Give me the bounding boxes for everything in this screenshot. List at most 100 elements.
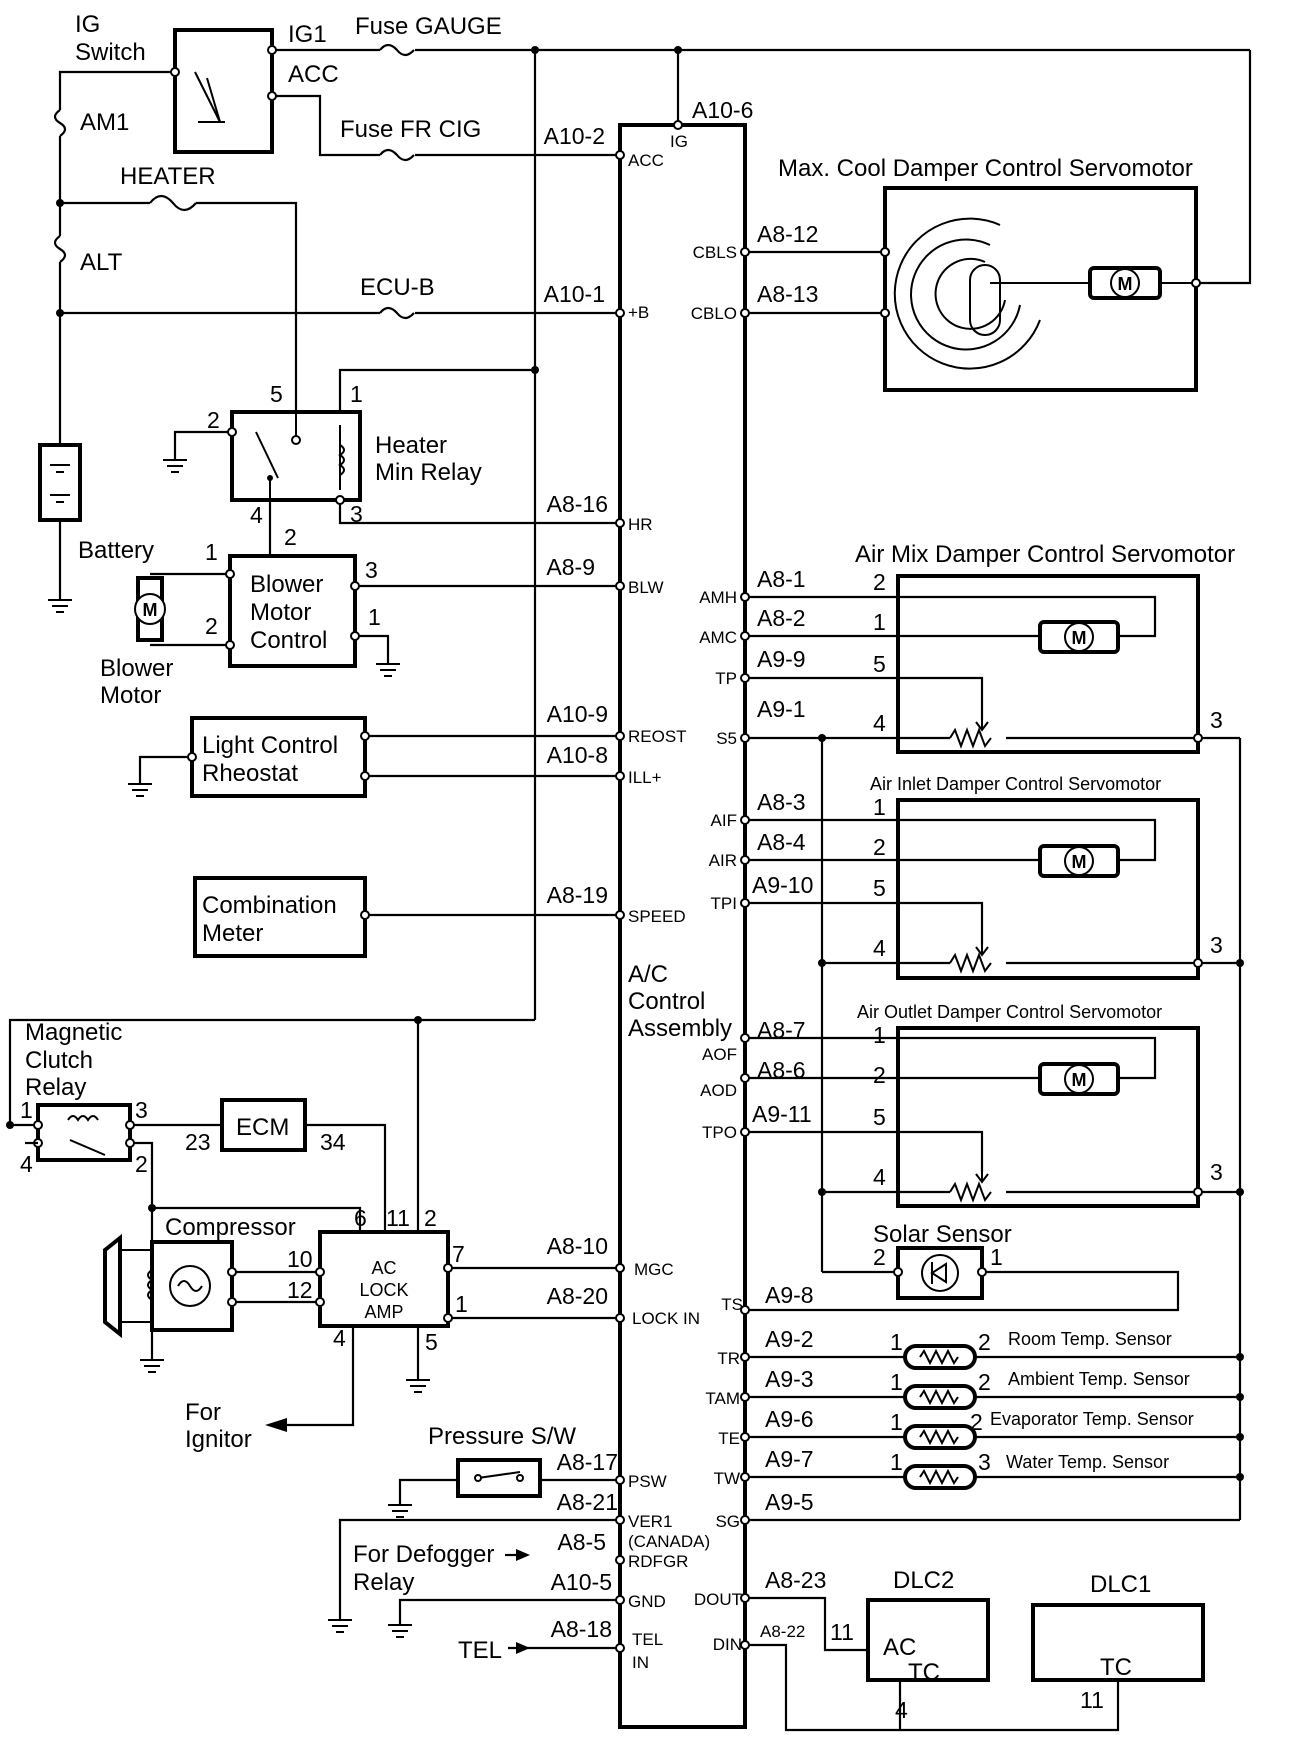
- svg-text:3: 3: [1210, 1159, 1223, 1185]
- svg-text:A8-20: A8-20: [547, 1283, 608, 1309]
- svg-text:ECM: ECM: [236, 1114, 289, 1141]
- svg-text:Solar Sensor: Solar Sensor: [873, 1221, 1012, 1248]
- fuse-fr-cig-icon: [379, 148, 415, 162]
- svg-text:6: 6: [354, 1205, 367, 1231]
- svg-text:REOST: REOST: [628, 727, 687, 746]
- svg-text:A8-12: A8-12: [757, 221, 818, 247]
- svg-text:Water Temp. Sensor: Water Temp. Sensor: [1006, 1452, 1169, 1472]
- svg-text:A10-5: A10-5: [551, 1569, 612, 1595]
- svg-text:1: 1: [350, 381, 363, 407]
- svg-text:A9-8: A9-8: [765, 1282, 814, 1308]
- dlc1: [1031, 1603, 1205, 1682]
- svg-text:1: 1: [455, 1291, 468, 1317]
- svg-text:Control: Control: [628, 988, 705, 1015]
- labels: IG Switch IG1 ACC Fuse GAUGE Fuse FR CIG…: [25, 11, 1235, 1686]
- svg-text:1: 1: [368, 604, 381, 630]
- solar-sensor-icon: [893, 1246, 987, 1300]
- svg-text:1: 1: [890, 1329, 903, 1355]
- fuses: [53, 43, 415, 320]
- svg-text:Motor: Motor: [100, 682, 161, 709]
- svg-text:Meter: Meter: [202, 920, 263, 947]
- svg-text:Control: Control: [250, 627, 327, 654]
- svg-text:A8-7: A8-7: [757, 1017, 806, 1043]
- svg-text:1: 1: [890, 1369, 903, 1395]
- svg-text:A9-10: A9-10: [752, 872, 813, 898]
- svg-text:A8-16: A8-16: [547, 491, 608, 517]
- motor-icon: M: [1038, 620, 1120, 654]
- ground-symbols: [48, 459, 430, 1638]
- svg-text:DLC1: DLC1: [1090, 1571, 1151, 1598]
- svg-text:VER1: VER1: [628, 1512, 672, 1531]
- svg-text:3: 3: [978, 1449, 991, 1475]
- svg-text:Clutch: Clutch: [25, 1047, 93, 1074]
- svg-text:3: 3: [1210, 932, 1223, 958]
- svg-text:Max. Cool Damper Control Servo: Max. Cool Damper Control Servomotor: [778, 155, 1193, 182]
- ig-switch-label: Switch: [75, 39, 146, 66]
- svg-text:5: 5: [873, 1104, 886, 1130]
- svg-text:TR: TR: [717, 1349, 740, 1368]
- svg-text:TP: TP: [715, 669, 737, 688]
- svg-text:2: 2: [970, 1409, 983, 1435]
- svg-text:1: 1: [20, 1097, 33, 1123]
- svg-text:SPEED: SPEED: [628, 907, 686, 926]
- pressure-switch-icon: [456, 1458, 542, 1498]
- svg-text:A8-9: A8-9: [546, 554, 595, 580]
- arrow-icon: [516, 1549, 530, 1561]
- thermistor-icon: [903, 1424, 977, 1450]
- combination-meter: [193, 876, 370, 958]
- svg-text:IN: IN: [632, 1653, 649, 1672]
- svg-text:M: M: [1118, 274, 1133, 294]
- svg-text:5: 5: [873, 651, 886, 677]
- svg-text:4: 4: [873, 1164, 886, 1190]
- svg-text:+B: +B: [628, 303, 649, 322]
- svg-text:4: 4: [333, 1325, 346, 1351]
- svg-text:Pressure S/W: Pressure S/W: [428, 1423, 576, 1450]
- fuse-alt-icon: [53, 235, 67, 263]
- svg-text:2: 2: [978, 1329, 991, 1355]
- svg-text:TAM: TAM: [705, 1389, 740, 1408]
- svg-text:A8-22: A8-22: [760, 1622, 805, 1641]
- svg-text:AM1: AM1: [80, 109, 129, 136]
- svg-text:2: 2: [424, 1205, 437, 1231]
- svg-text:34: 34: [320, 1129, 346, 1155]
- svg-text:AMC: AMC: [699, 628, 737, 647]
- svg-text:For Defogger: For Defogger: [353, 1541, 494, 1568]
- svg-text:1: 1: [873, 1022, 886, 1048]
- ecu-right-labels: CBLS A8-12 CBLO A8-13 AMH A8-1 AMC A8-2 …: [691, 221, 827, 1654]
- svg-text:A9-7: A9-7: [765, 1446, 814, 1472]
- svg-text:Combination: Combination: [202, 892, 337, 919]
- svg-text:Heater: Heater: [375, 432, 447, 459]
- svg-text:For: For: [185, 1399, 221, 1426]
- svg-text:A10-1: A10-1: [544, 281, 605, 307]
- junction-dots: [6, 46, 1244, 1481]
- svg-text:HR: HR: [628, 515, 653, 534]
- svg-text:M: M: [1072, 1070, 1087, 1090]
- svg-text:4: 4: [873, 710, 886, 736]
- svg-text:TS: TS: [721, 1295, 743, 1314]
- svg-text:Ambient Temp. Sensor: Ambient Temp. Sensor: [1008, 1369, 1190, 1389]
- svg-text:A/C: A/C: [628, 961, 668, 988]
- svg-text:1: 1: [890, 1449, 903, 1475]
- svg-text:CBLS: CBLS: [693, 243, 737, 262]
- svg-text:(CANADA): (CANADA): [628, 1532, 710, 1551]
- svg-text:A9-2: A9-2: [765, 1326, 814, 1352]
- thermistor-icon: [903, 1384, 977, 1410]
- ecm: [220, 1098, 307, 1152]
- svg-text:DOUT: DOUT: [694, 1590, 742, 1609]
- svg-text:Rheostat: Rheostat: [202, 760, 298, 787]
- svg-text:M: M: [1072, 852, 1087, 872]
- svg-text:AIR: AIR: [709, 851, 737, 870]
- svg-text:A10-9: A10-9: [547, 701, 608, 727]
- svg-text:M: M: [143, 600, 158, 620]
- ground-icon: [388, 1624, 412, 1638]
- max-cool-servomotor: M: [880, 186, 1201, 392]
- fuse-heater-icon: [149, 194, 197, 212]
- ground-icon: [140, 1359, 164, 1373]
- svg-text:A10-8: A10-8: [547, 742, 608, 768]
- svg-text:4: 4: [895, 1697, 908, 1723]
- svg-text:DLC2: DLC2: [893, 1567, 954, 1594]
- svg-text:1: 1: [873, 794, 886, 820]
- svg-text:AIF: AIF: [711, 811, 737, 830]
- svg-text:1: 1: [890, 1409, 903, 1435]
